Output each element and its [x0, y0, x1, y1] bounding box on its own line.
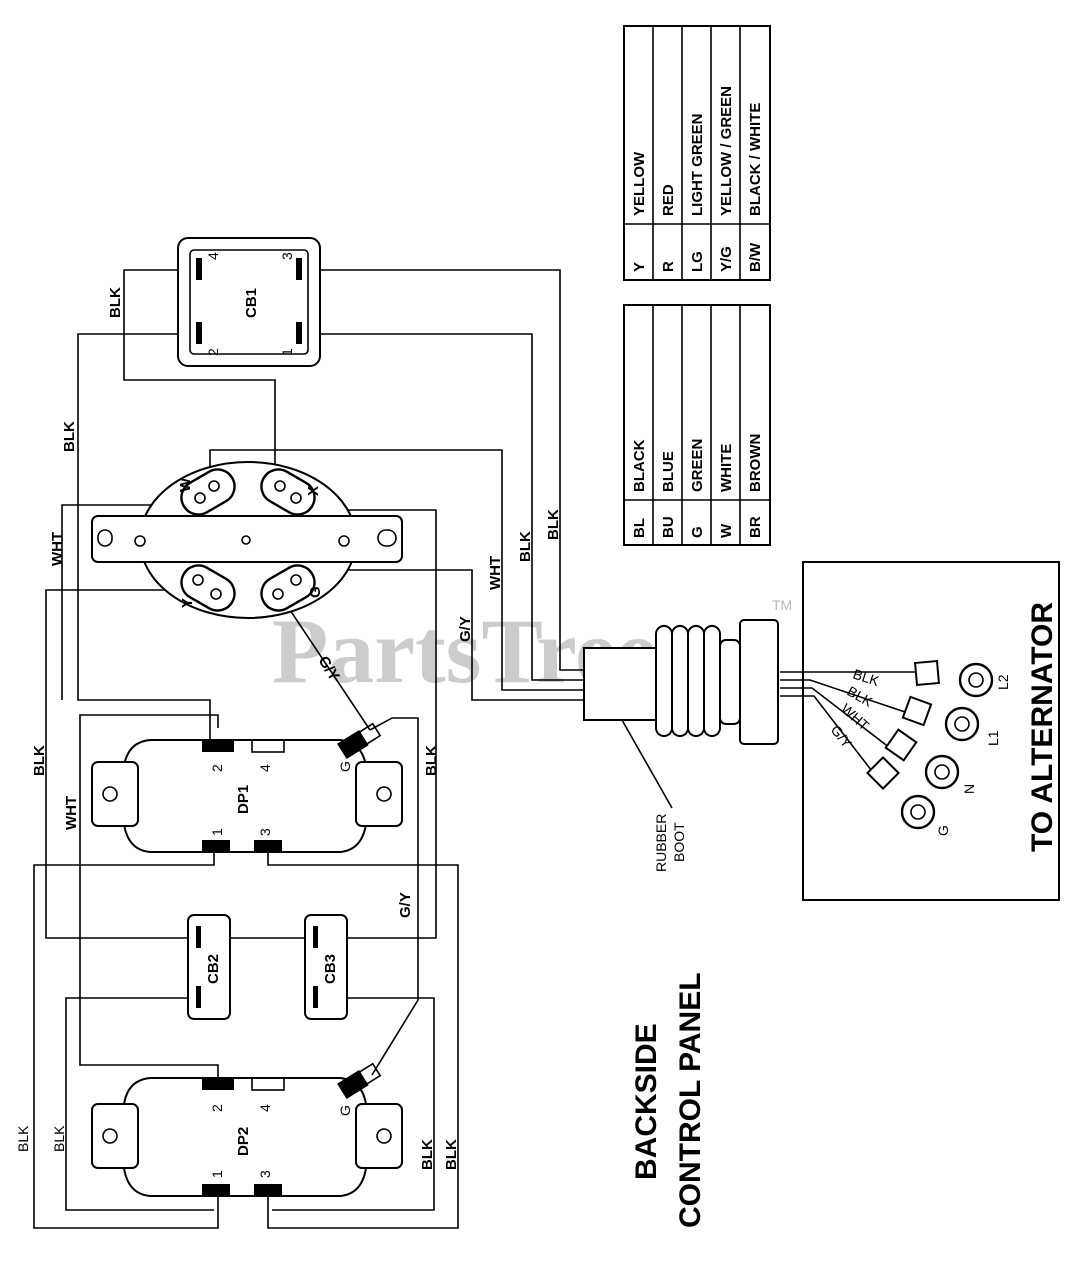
- wire-labels: BLK BLK WHT BLK WHT BLK G/Y G/Y WHT BLK …: [15, 287, 882, 1170]
- connector-pin-g: G: [307, 586, 324, 598]
- main-connector: W X Y G: [91, 461, 403, 619]
- legend-code-bw: B/W: [747, 242, 764, 272]
- cb1-label: CB1: [243, 288, 260, 318]
- circuit-breaker-cb3: CB3: [304, 914, 348, 1020]
- legend-name-light-green: LIGHT GREEN: [689, 113, 706, 216]
- wire-label-blk-3: BLK: [31, 745, 48, 776]
- legend-code-br: BR: [747, 516, 764, 538]
- legend-code-g: G: [689, 526, 706, 538]
- terminal-l1: L1: [985, 730, 1001, 746]
- wire-label-blk-9: BLK: [419, 1139, 436, 1170]
- legend-name-blue: BLUE: [660, 451, 677, 492]
- legend-name-black-white: BLACK / WHITE: [747, 103, 764, 216]
- dp2-pin-3: 3: [257, 1170, 273, 1178]
- cb1-pin-3: 3: [279, 252, 295, 260]
- duplex-outlet-dp1: 2 4 G 1 3 DP1: [91, 722, 403, 853]
- terminal-n: N: [961, 784, 977, 794]
- dp1-label: DP1: [235, 785, 252, 814]
- cb1-pin-2: 2: [205, 348, 221, 356]
- legend-code-lg: LG: [689, 251, 706, 272]
- connector-pin-x: X: [305, 486, 322, 496]
- legend-code-bu: BU: [660, 516, 677, 538]
- to-alternator-title: TO ALTERNATOR: [1026, 602, 1059, 852]
- cb1-pin-4: 4: [205, 252, 221, 260]
- legend-code-y: Y: [631, 262, 648, 272]
- dp1-pin-4: 4: [257, 764, 273, 772]
- dp1-pin-3: 3: [257, 828, 273, 836]
- wire-label-blk-10: BLK: [443, 1139, 460, 1170]
- cb2-label: CB2: [205, 954, 222, 984]
- dp2-pin-g: G: [337, 1105, 353, 1116]
- wire-label-gy-2: G/Y: [457, 616, 474, 642]
- legend-name-yellow-green: YELLOW / GREEN: [718, 86, 735, 216]
- dp1-pin-1: 1: [209, 828, 225, 836]
- backside-title-line-2: CONTROL PANEL: [674, 972, 707, 1228]
- wire-label-wht-2: WHT: [63, 796, 80, 830]
- legend-code-w: W: [718, 523, 735, 538]
- backside-control-panel-title: BACKSIDE CONTROL PANEL: [630, 972, 707, 1228]
- duplex-outlet-dp2: 2 4 G 1 3 DP2: [91, 1062, 403, 1197]
- legend-name-red: RED: [660, 184, 677, 216]
- wires: [33, 269, 915, 1229]
- legend-code-r: R: [660, 261, 677, 272]
- backside-title-line-1: BACKSIDE: [630, 1023, 663, 1180]
- dp2-label: DP2: [235, 1127, 252, 1156]
- cb3-label: CB3: [322, 954, 339, 984]
- terminal-l2: L2: [995, 674, 1011, 690]
- wire-label-gy-1: G/Y: [397, 892, 414, 918]
- dp1-pin-g: G: [337, 761, 353, 772]
- circuit-breaker-cb2: CB2: [187, 914, 231, 1020]
- legend-name-green: GREEN: [689, 439, 706, 492]
- wire-label-blk-4: BLK: [423, 745, 440, 776]
- legend-code-yg: Y/G: [718, 246, 735, 272]
- cb1-pin-1: 1: [279, 348, 295, 356]
- wire-label-wht-3: WHT: [487, 556, 504, 590]
- dp2-pin-4: 4: [257, 1104, 273, 1112]
- circuit-breaker-cb1: 4 3 2 1 CB1: [177, 237, 321, 367]
- wire-label-blk-8: BLK: [51, 1125, 67, 1152]
- wire-label-blk-7: BLK: [15, 1125, 31, 1152]
- legend-name-brown: BROWN: [747, 434, 764, 492]
- wire-label-blk-5: BLK: [517, 531, 534, 562]
- rubber-boot: RUBBER BOOT: [583, 619, 779, 872]
- wire-label-wht-1: WHT: [49, 532, 66, 566]
- legend-name-white: WHITE: [718, 444, 735, 492]
- connector-pin-y: Y: [179, 598, 196, 608]
- terminal-g: G: [935, 825, 951, 836]
- wire-label-blk-6: BLK: [545, 509, 562, 540]
- rubber-boot-label-2: BOOT: [671, 822, 687, 862]
- alternator-box: TO ALTERNATOR: [802, 561, 1060, 901]
- dp2-pin-1: 1: [209, 1170, 225, 1178]
- dp2-pin-2: 2: [209, 1104, 225, 1112]
- wire-label-blk-2: BLK: [61, 421, 78, 452]
- legend-table-right: Y YELLOW R RED LG LIGHT GREEN Y/G YELLOW…: [623, 25, 771, 281]
- watermark-tm: TM: [772, 597, 792, 613]
- alternator-terminals: L2 L1 N G: [866, 659, 1011, 836]
- legend-table-left: BL BLACK BU BLUE G GREEN W WHITE BR BROW…: [623, 304, 771, 546]
- dp1-pin-2: 2: [209, 764, 225, 772]
- wire-label-blk-1: BLK: [107, 287, 124, 318]
- legend-name-yellow: YELLOW: [631, 151, 648, 216]
- legend-code-bl: BL: [631, 518, 648, 538]
- rubber-boot-label-1: RUBBER: [653, 814, 669, 872]
- connector-pin-w: W: [177, 477, 194, 492]
- wire-label-blk-alt-1: BLK: [851, 666, 882, 690]
- legend-name-black: BLACK: [631, 439, 648, 492]
